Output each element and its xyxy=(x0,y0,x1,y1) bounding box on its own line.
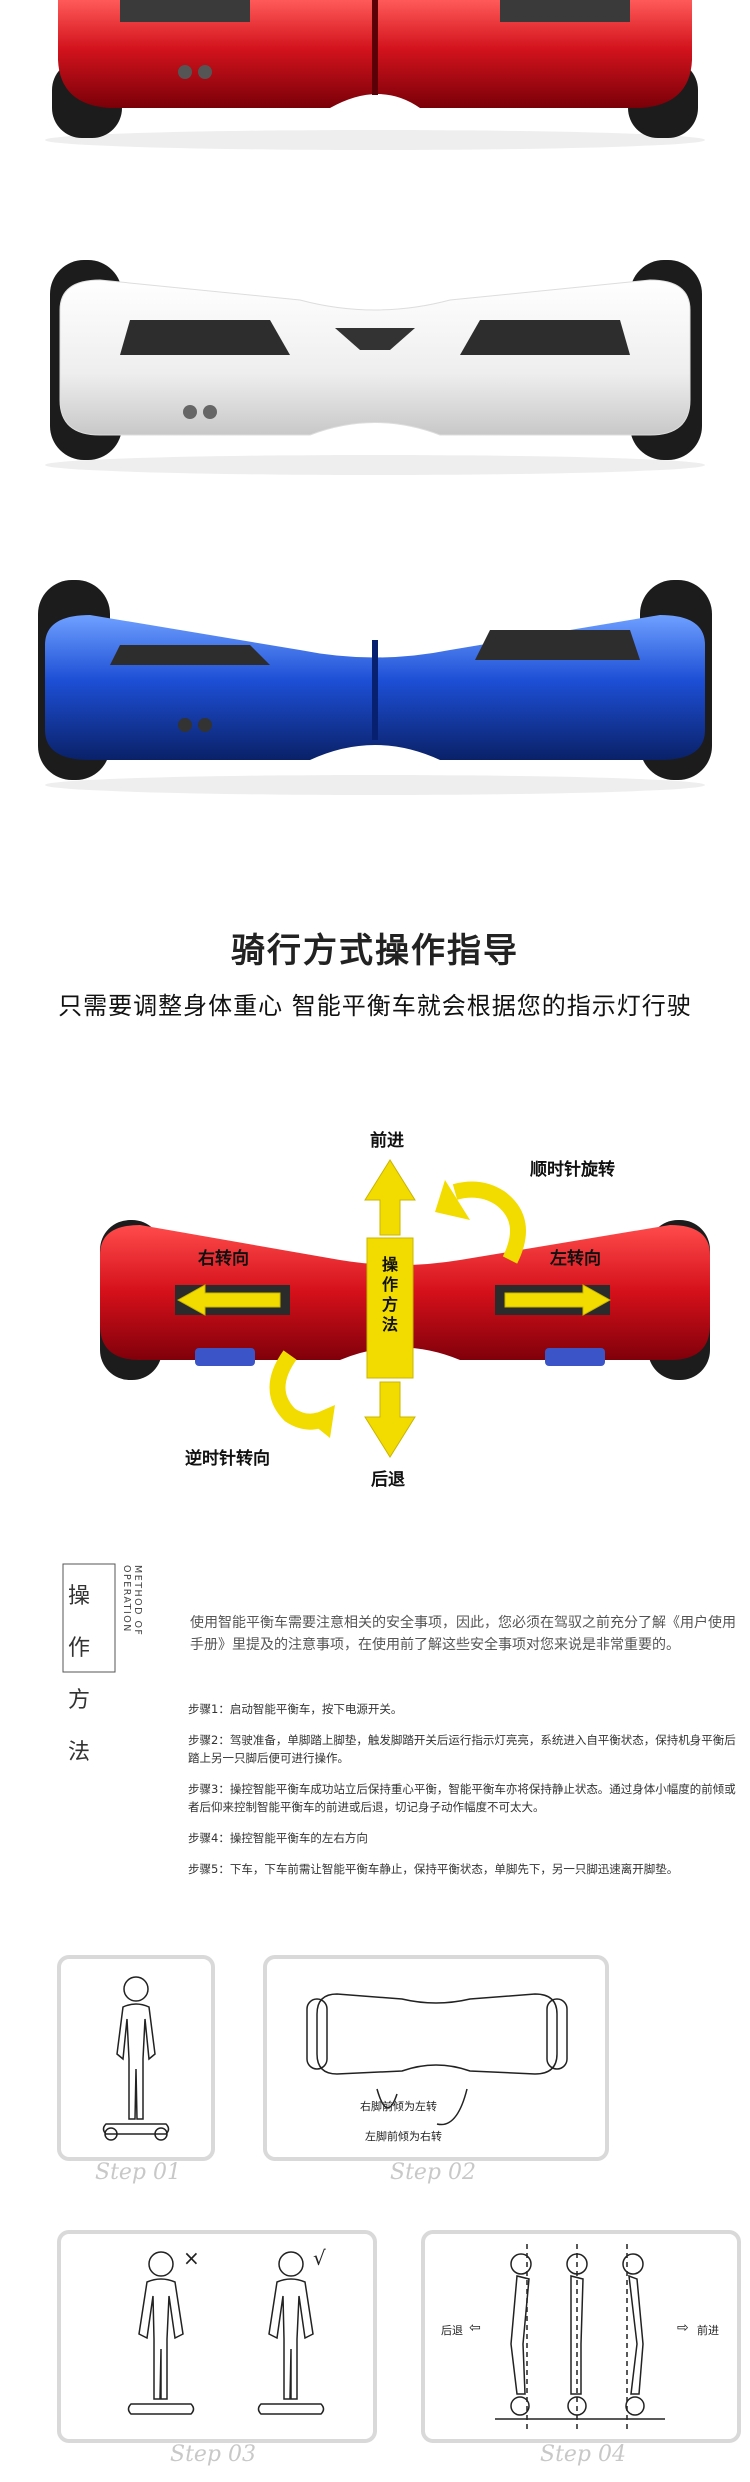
method-char-2: 作 xyxy=(68,1636,91,1661)
step2-panel xyxy=(263,1955,609,2161)
guide-title: 骑行方式操作指导 xyxy=(231,931,519,971)
step-3-text: 步骤3：操控智能平衡车成功站立后保持重心平衡，智能平衡车亦将保持静止状态。通过身… xyxy=(188,1782,736,1814)
step1-caption: Step 01 xyxy=(95,2160,182,2185)
forward-label: 前进 xyxy=(370,1131,404,1151)
back-label: 后退 xyxy=(441,2324,463,2337)
center-label: 操作方法 xyxy=(381,1255,398,1334)
clockwise-label: 顺时针旋转 xyxy=(530,1160,615,1180)
backward-arrow xyxy=(364,1381,416,1458)
step-2-text: 步骤2：驾驶准备，单脚踏上脚垫，触发脚踏开关后运行指示灯亮亮，系统进入自平衡状态… xyxy=(188,1733,736,1765)
forward-arrow-icon: ⇨ xyxy=(677,2320,689,2336)
turn-left-arrow xyxy=(504,1284,612,1316)
method-logo-frame xyxy=(62,1563,116,1673)
turn-right-label: 右转向 xyxy=(198,1249,249,1269)
method-char-1: 操 xyxy=(68,1584,91,1609)
guide-subtitle: 只需要调整身体重心 智能平衡车就会根据您的指示灯行驶 xyxy=(58,992,692,1020)
backward-label: 后退 xyxy=(371,1470,405,1490)
riding-direction-diagram xyxy=(100,1159,710,1458)
step1-panel xyxy=(57,1955,215,2161)
right-mark: √ xyxy=(313,2246,326,2270)
turn-left-label: 左转向 xyxy=(550,1249,601,1269)
forward-label-step4: 前进 xyxy=(697,2324,719,2337)
method-logo: 操作 方法 METHOD OF OPERATION xyxy=(62,1563,162,1765)
step-4-text: 步骤4：操控智能平衡车的左右方向 xyxy=(188,1831,368,1845)
step4-panel: 后退 ⇦ ⇨ 前进 xyxy=(421,2230,741,2443)
counterclockwise-label: 逆时针转向 xyxy=(185,1449,270,1469)
center-label-box xyxy=(366,1237,414,1379)
method-english-vertical: METHOD OF OPERATION xyxy=(121,1565,143,1637)
counterclockwise-arrow xyxy=(269,1350,323,1430)
turn-right-arrow xyxy=(176,1284,281,1316)
step3-panel: × √ xyxy=(57,2230,377,2443)
back-arrow-icon: ⇦ xyxy=(469,2320,481,2336)
step4-caption: Step 04 xyxy=(540,2442,627,2467)
step1-figure xyxy=(102,1976,170,2141)
clockwise-arrow xyxy=(452,1181,526,1264)
method-steps: 步骤1：启动智能平衡车，按下电源开关。 步骤2：驾驶准备，单脚踏上脚垫，触发脚踏… xyxy=(188,1700,738,1891)
wrong-mark: × xyxy=(183,2246,200,2270)
method-char-4: 法 xyxy=(68,1740,91,1765)
step4-figure xyxy=(495,2244,665,2429)
method-intro: 使用智能平衡车需要注意相关的安全事项，因此，您必须在驾驭之前充分了解《用户使用手… xyxy=(190,1615,736,1653)
blue-hoverboard-photo xyxy=(38,580,712,795)
red-hoverboard-photo xyxy=(45,0,705,150)
white-hoverboard-photo xyxy=(45,260,705,475)
method-char-3: 方 xyxy=(68,1688,91,1713)
right-foot-label: 右脚前倾为左转 xyxy=(360,2100,437,2113)
step-5-text: 步骤5：下车，下车前需让智能平衡车静止，保持平衡状态，单脚先下，另一只脚迅速离开… xyxy=(188,1862,679,1876)
forward-arrow xyxy=(364,1159,416,1236)
step2-figure xyxy=(306,1993,568,2126)
step-1-text: 步骤1：启动智能平衡车，按下电源开关。 xyxy=(188,1702,403,1716)
step3-figure xyxy=(127,2251,325,2415)
step2-caption: Step 02 xyxy=(390,2160,477,2185)
left-foot-label: 左脚前倾为右转 xyxy=(365,2130,442,2143)
step3-caption: Step 03 xyxy=(170,2442,257,2467)
